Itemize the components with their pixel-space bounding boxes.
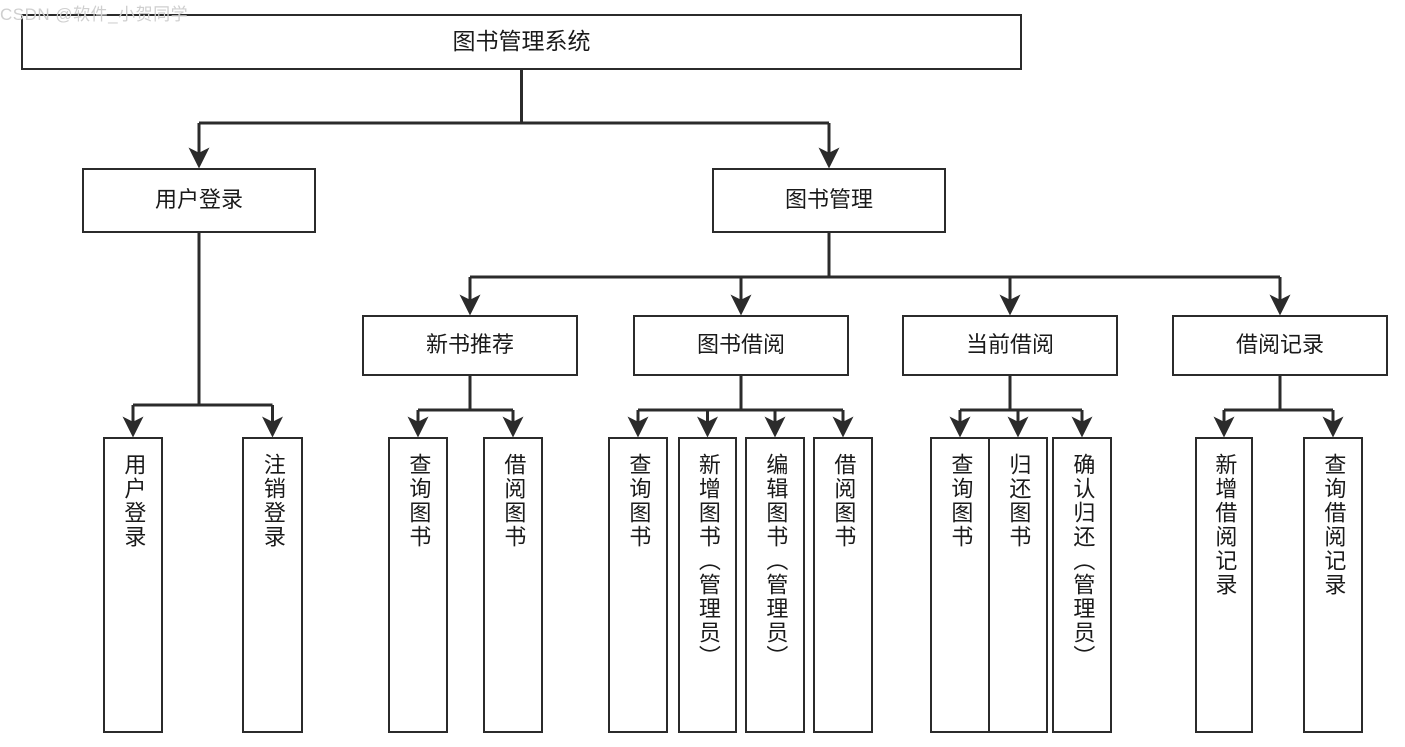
node-leaf-user-logout[interactable]: 注销登录 <box>242 437 303 733</box>
node-label: 编辑图书（管理员） <box>763 453 789 669</box>
node-leaf-bb-edit[interactable]: 编辑图书（管理员） <box>745 437 805 733</box>
node-label: 图书管理 <box>784 187 873 213</box>
node-label: 借阅图书 <box>501 453 527 549</box>
node-leaf-br-add[interactable]: 新增借阅记录 <box>1195 437 1253 733</box>
node-book-manage[interactable]: 图书管理 <box>712 168 946 233</box>
node-label: 图书借阅 <box>696 332 785 358</box>
node-label: 用户登录 <box>154 187 243 213</box>
node-leaf-cb-confirm[interactable]: 确认归还（管理员） <box>1052 437 1112 733</box>
node-leaf-rec-query[interactable]: 查询图书 <box>388 437 448 733</box>
node-leaf-bb-query[interactable]: 查询图书 <box>608 437 668 733</box>
node-label: 用户登录 <box>121 453 147 549</box>
node-label: 归还图书 <box>1006 453 1032 549</box>
node-leaf-cb-query[interactable]: 查询图书 <box>930 437 990 733</box>
node-label: 新增图书（管理员） <box>695 453 721 669</box>
node-label: 查询借阅记录 <box>1321 453 1347 597</box>
node-label: 查询图书 <box>626 453 652 549</box>
node-label: 查询图书 <box>406 453 432 549</box>
node-leaf-user-login[interactable]: 用户登录 <box>103 437 163 733</box>
node-current-borrow[interactable]: 当前借阅 <box>902 315 1118 376</box>
node-label: 新增借阅记录 <box>1212 453 1238 597</box>
node-label: 借阅图书 <box>831 453 857 549</box>
node-leaf-cb-return[interactable]: 归还图书 <box>988 437 1048 733</box>
node-label: 当前借阅 <box>965 332 1054 358</box>
node-leaf-rec-borrow[interactable]: 借阅图书 <box>483 437 543 733</box>
node-label: 图书管理系统 <box>452 28 591 55</box>
node-book-borrow[interactable]: 图书借阅 <box>633 315 849 376</box>
node-label: 新书推荐 <box>425 332 514 358</box>
node-leaf-bb-add[interactable]: 新增图书（管理员） <box>678 437 737 733</box>
node-label: 借阅记录 <box>1235 332 1324 358</box>
node-label: 确认归还（管理员） <box>1070 453 1096 669</box>
node-new-book-rec[interactable]: 新书推荐 <box>362 315 578 376</box>
node-root[interactable]: 图书管理系统 <box>21 14 1022 70</box>
node-leaf-bb-borrow[interactable]: 借阅图书 <box>813 437 873 733</box>
node-user-login[interactable]: 用户登录 <box>82 168 316 233</box>
node-label: 注销登录 <box>260 453 286 549</box>
node-borrow-record[interactable]: 借阅记录 <box>1172 315 1388 376</box>
node-label: 查询图书 <box>948 453 974 549</box>
node-leaf-br-query[interactable]: 查询借阅记录 <box>1303 437 1363 733</box>
